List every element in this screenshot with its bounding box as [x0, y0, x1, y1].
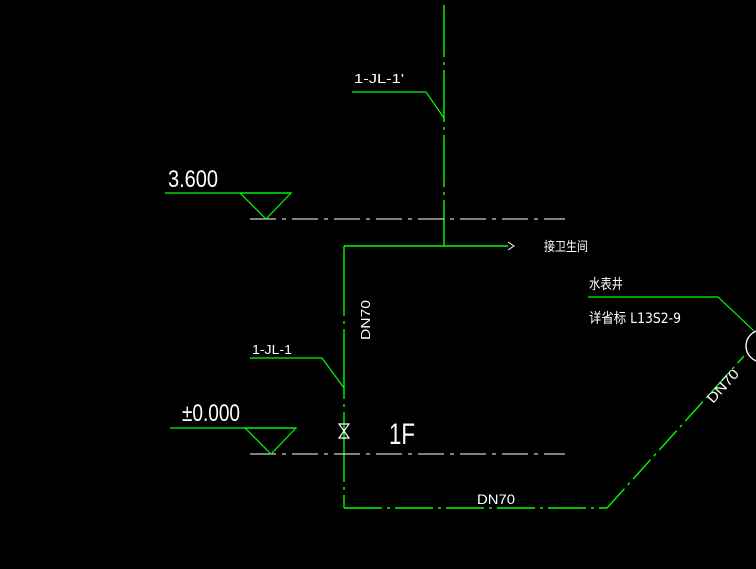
meter-well-title: 水表井 — [589, 277, 623, 293]
diagonal-pipe — [606, 355, 745, 509]
elevation-triangle-icon — [243, 427, 298, 455]
riser-top-leader: 1-JL-1' — [352, 71, 445, 119]
riser-top-label: 1-JL-1' — [354, 71, 404, 86]
elevation-marker-upper: 3.600 — [165, 166, 293, 220]
elevation-triangle-icon — [238, 192, 293, 220]
to-bathroom-label: 接卫生间 — [544, 239, 588, 255]
pipe-size-vertical: DN70 — [358, 300, 373, 340]
arrow-right-icon — [507, 241, 515, 251]
floor-label: 1F — [389, 418, 415, 451]
elevation-marker-lower: ±0.000 — [170, 400, 298, 455]
meter-well-circle-icon — [745, 330, 756, 362]
gate-valve-icon — [337, 423, 351, 439]
meter-well-detail: 详省标 L13S2-9 — [589, 311, 681, 327]
meter-well-annotation: 水表井 详省标 L13S2-9 — [588, 277, 755, 332]
pipe-size-horizontal: DN70 — [477, 491, 515, 507]
riser-bottom-label: 1-JL-1 — [252, 342, 292, 357]
elevation-lower-label: ±0.000 — [182, 400, 240, 427]
pipe-size-diagonal: DN70 — [703, 365, 742, 406]
riser-bottom-leader: 1-JL-1 — [250, 342, 345, 389]
elevation-upper-label: 3.600 — [168, 166, 218, 193]
